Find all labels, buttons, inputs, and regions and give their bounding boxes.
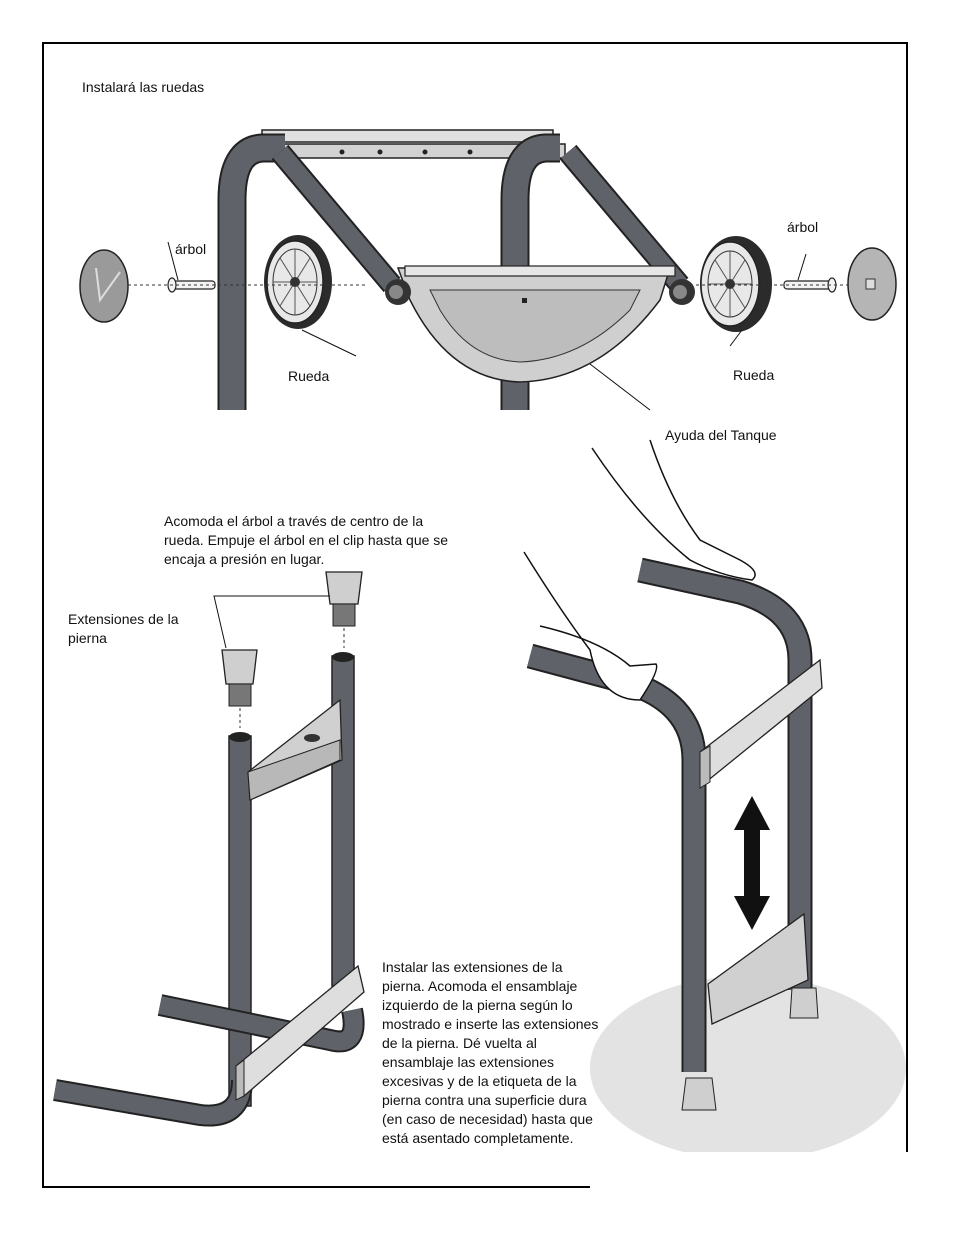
left-wheel xyxy=(264,235,332,329)
label-axle-left: árbol xyxy=(175,241,207,257)
label-wheel-right: Rueda xyxy=(733,367,775,383)
label-wheel-left: Rueda xyxy=(288,368,330,384)
left-hubcap xyxy=(79,249,129,323)
label-tank-aid: Ayuda del Tanque xyxy=(665,427,777,443)
leg-instructions: Instalar las extensiones de la pierna. A… xyxy=(382,959,599,1146)
wheel-instructions: Acomoda el árbol a través de centro de l… xyxy=(164,513,449,567)
right-leg-assembly xyxy=(523,439,823,1111)
label-leg-extensions: Extensiones de la pierna xyxy=(68,611,179,646)
left-leg-assembly xyxy=(53,571,365,1127)
hand-upper xyxy=(591,439,756,581)
page-frame xyxy=(42,42,908,1188)
hand-lower xyxy=(523,551,658,701)
floor-shadow xyxy=(590,976,908,1192)
right-hubcap xyxy=(847,247,897,321)
cart-frame-illustration xyxy=(217,129,695,410)
right-wheel xyxy=(700,236,772,332)
step-title: Instalará las ruedas xyxy=(82,79,205,95)
right-axle xyxy=(783,277,837,293)
up-down-arrow xyxy=(734,796,770,930)
label-axle-right: árbol xyxy=(787,219,819,235)
